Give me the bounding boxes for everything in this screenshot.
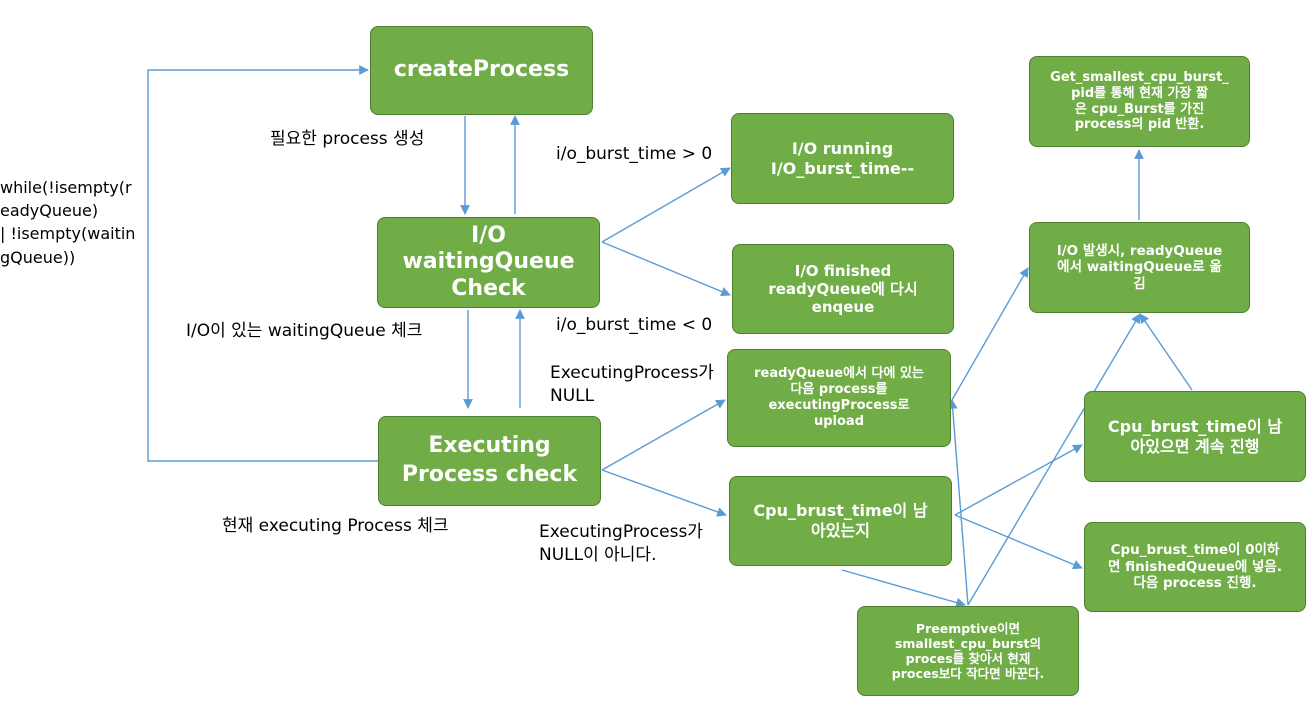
cpu-remaining-box: Cpu_brust_time이 남 아있는지 [729, 476, 952, 566]
preemptive-line-2: smallest_cpu_burst의 [894, 635, 1042, 651]
cpu-to-continue-arrow [954, 444, 1083, 516]
exec-check-line-1: Executing [428, 433, 551, 459]
exec-not-null-line-2: NULL이 아니다. [539, 544, 657, 565]
upload-line-3: executingProcess로 [768, 398, 910, 413]
cpu-finished-line-1: Cpu_brust_time이 0이하 [1110, 542, 1280, 559]
io-move-to-waiting-box: I/O 발생시, readyQueue 에서 waitingQueue로 옮 김 [1029, 222, 1250, 313]
exec-not-null-label: ExecutingProcess가 NULL이 아니다. [539, 521, 703, 567]
cpu-to-finished-arrow [954, 514, 1083, 570]
preemptive-box: Preemptive이면 smallest_cpu_burst의 proces를… [857, 606, 1079, 696]
preemptive-line-3: proces를 찾아서 현재 [905, 651, 1031, 666]
io-check-line-1: I/O [471, 222, 506, 248]
exec-not-null-line-1: ExecutingProcess가 [539, 522, 703, 542]
create-process-box: createProcess [370, 26, 593, 115]
create-needed-label: 필요한 process 생성 [270, 129, 425, 149]
smallest-line-4: process의 pid 반환. [1074, 117, 1205, 133]
continue-to-iomove-arrow [1139, 313, 1193, 391]
cpu-finished-line-2: 면 finishedQueue에 넣음. [1108, 558, 1282, 575]
upload-line-4: upload [813, 413, 864, 429]
io-finished-line-1: I/O finished [794, 261, 892, 280]
upload-line-1: readyQueue에서 다에 있는 [754, 366, 924, 382]
smallest-line-3: 은 cpu_Burst를 가진 [1074, 101, 1205, 117]
io-finished-line-3: enqeue [811, 298, 875, 317]
io-move-line-2: 에서 waitingQueue로 옮 [1057, 259, 1222, 276]
exec-to-cpu-arrow [601, 469, 727, 517]
executing-process-check-box: Executing Process check [378, 416, 601, 506]
loop-line-3: | !isempty(waitin [0, 224, 136, 244]
cpu-continue-line-1: Cpu_brust_time이 남 [1107, 416, 1283, 436]
io-check-line-2: waitingQueue [402, 249, 575, 275]
cpu-continue-box: Cpu_brust_time이 남 아있으면 계속 진행 [1084, 391, 1306, 482]
cpu-remaining-line-1: Cpu_brust_time이 남 [753, 501, 928, 521]
io-check-line-3: Check [451, 275, 526, 301]
io-running-line-1: I/O running [791, 138, 894, 158]
io-running-box: I/O running I/O_burst_time-- [731, 113, 954, 204]
io-move-line-1: I/O 발생시, readyQueue [1056, 242, 1223, 259]
preemptive-line-4: proces보다 작다면 바꾼다. [891, 666, 1045, 682]
cpu-remaining-line-2: 아있는지 [811, 521, 870, 540]
check-waiting-label: I/O이 있는 waitingQueue 체크 [186, 321, 423, 341]
exec-check-line-2: Process check [401, 462, 578, 487]
smallest-line-1: Get_smallest_cpu_burst_ [1050, 69, 1229, 85]
check-current-label: 현재 executing Process 체크 [222, 516, 449, 536]
loop-line-1: while(!isempty(r [0, 178, 132, 197]
cpu-continue-line-2: 아있으면 계속 진행 [1130, 436, 1260, 456]
preemptive-line-1: Preemptive이면 [915, 620, 1021, 636]
loop-back-arrow [147, 65, 378, 462]
exec-null-line-2: NULL [550, 385, 595, 406]
io-to-finished-arrow [601, 241, 731, 297]
exec-to-upload-arrow [601, 399, 726, 471]
upload-to-iomove-arrow [951, 267, 1029, 401]
cpu-finished-line-3: 다음 process 진행. [1133, 575, 1257, 592]
cpu-to-preemptive-arrow [841, 569, 966, 608]
io-waitingqueue-check-box: I/O waitingQueue Check [377, 217, 600, 308]
get-smallest-cpu-burst-box: Get_smallest_cpu_burst_ pid를 통해 현재 가장 짧 … [1029, 56, 1250, 147]
io-finished-line-2: readyQueue에 다시 [768, 279, 918, 298]
preemptive-to-upload-arrow [947, 399, 969, 606]
smallest-line-2: pid를 통해 현재 가장 짧 [1071, 85, 1208, 101]
io-move-line-3: 김 [1133, 275, 1146, 292]
upload-next-process-box: readyQueue에서 다에 있는 다음 process를 executing… [727, 349, 951, 447]
loop-condition-label: while(!isempty(r eadyQueue) | !isempty(w… [0, 176, 135, 269]
preemptive-to-iomove-arrow [967, 313, 1141, 606]
io-lt-zero-label: i/o_burst_time < 0 [556, 315, 713, 335]
create-process-text: createProcess [393, 57, 570, 83]
upload-line-2: 다음 process를 [790, 382, 888, 398]
loop-line-4: gQueue)) [0, 247, 76, 267]
io-running-line-2: I/O_burst_time-- [770, 158, 915, 178]
exec-null-line-1: ExecutingProcess가 [550, 363, 714, 383]
exec-null-label: ExecutingProcess가 NULL [550, 362, 714, 408]
io-finished-box: I/O finished readyQueue에 다시 enqeue [732, 244, 954, 334]
io-gt-zero-label: i/o_burst_time > 0 [556, 144, 713, 164]
cpu-finished-box: Cpu_brust_time이 0이하 면 finishedQueue에 넣음.… [1084, 522, 1306, 612]
loop-line-2: eadyQueue) [0, 201, 99, 221]
io-to-running-arrow [601, 167, 731, 243]
